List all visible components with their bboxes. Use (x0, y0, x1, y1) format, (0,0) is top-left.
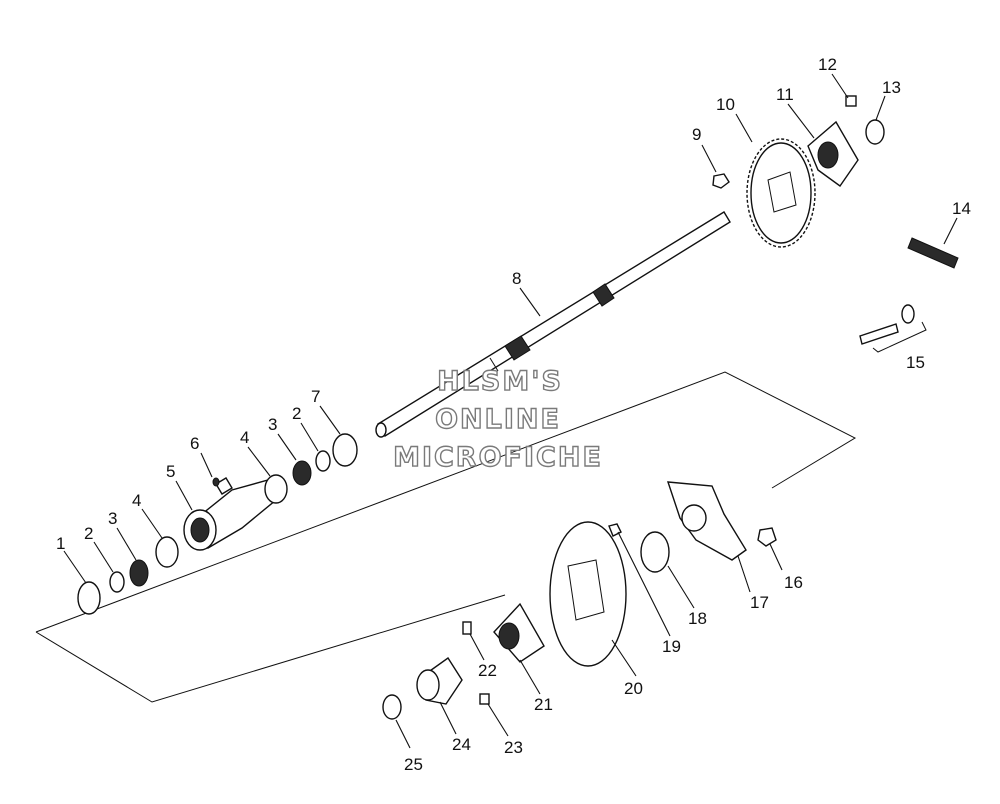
nut-9 (712, 173, 730, 189)
stud-22 (462, 621, 472, 635)
bolt-12 (845, 95, 857, 107)
callout-3: 3 (108, 509, 117, 528)
washer-2 (109, 571, 125, 593)
watermark-line-1: HLSM'S (437, 366, 563, 397)
callout-23: 23 (504, 738, 523, 757)
watermark: HLSM'S ONLINE MICROFICHE (392, 365, 603, 473)
callout-labels: 1 2 3 4 5 6 4 3 2 7 8 9 10 11 12 13 14 1… (56, 55, 971, 774)
watermark-line-2: ONLINE (435, 404, 561, 435)
callout-2: 2 (84, 524, 93, 543)
callout-4: 4 (132, 491, 141, 510)
leader-lines (63, 73, 958, 749)
brake-hub (493, 602, 545, 663)
axle-shaft (375, 211, 731, 438)
seal-7 (332, 433, 358, 467)
callout-18: 18 (688, 609, 707, 628)
snap-ring-18 (640, 531, 670, 573)
callout-11: 11 (776, 85, 794, 104)
assembly-boundary-line-lower (35, 594, 506, 703)
master-link (859, 304, 927, 353)
race-4 (155, 536, 179, 568)
race-4-right (264, 474, 288, 504)
brake-disc (549, 521, 627, 667)
callout-25: 25 (404, 755, 423, 774)
drive-chain (907, 237, 959, 269)
seal-ring-1 (77, 581, 101, 615)
bearing-3 (129, 559, 149, 587)
callout-1: 1 (56, 534, 65, 553)
callout-24: 24 (452, 735, 471, 754)
sprocket-hub (807, 120, 859, 187)
assembly-boundary-line (35, 371, 857, 633)
callout-5: 5 (166, 462, 175, 481)
callout-22: 22 (478, 661, 497, 680)
callout-17: 17 (750, 593, 769, 612)
bolt-23 (479, 693, 490, 705)
callout-9: 9 (692, 125, 701, 144)
snap-ring-13 (865, 119, 885, 145)
washer-2-right (315, 450, 331, 472)
sprocket (746, 138, 816, 248)
brake-housing (416, 657, 463, 705)
callout-20: 20 (624, 679, 643, 698)
watermark-line-3: MICROFICHE (393, 442, 603, 473)
callout-19: 19 (662, 637, 681, 656)
callout-13: 13 (882, 78, 901, 97)
bearing-3-right (292, 460, 312, 486)
bearing-housing (183, 477, 277, 551)
callout-4b: 4 (240, 428, 249, 447)
callout-10: 10 (716, 95, 735, 114)
grease-fitting-6 (212, 477, 220, 487)
caliper-bracket (666, 481, 747, 561)
callout-12: 12 (818, 55, 837, 74)
o-ring-25 (382, 694, 402, 720)
callout-21: 21 (534, 695, 553, 714)
callout-15: 15 (906, 353, 925, 372)
callout-2b: 2 (292, 404, 301, 423)
callout-14: 14 (952, 199, 971, 218)
callout-7: 7 (311, 387, 320, 406)
callout-3b: 3 (268, 415, 277, 434)
nut-16 (757, 527, 777, 547)
callout-6: 6 (190, 434, 199, 453)
callout-8: 8 (512, 269, 521, 288)
callout-16: 16 (784, 573, 803, 592)
